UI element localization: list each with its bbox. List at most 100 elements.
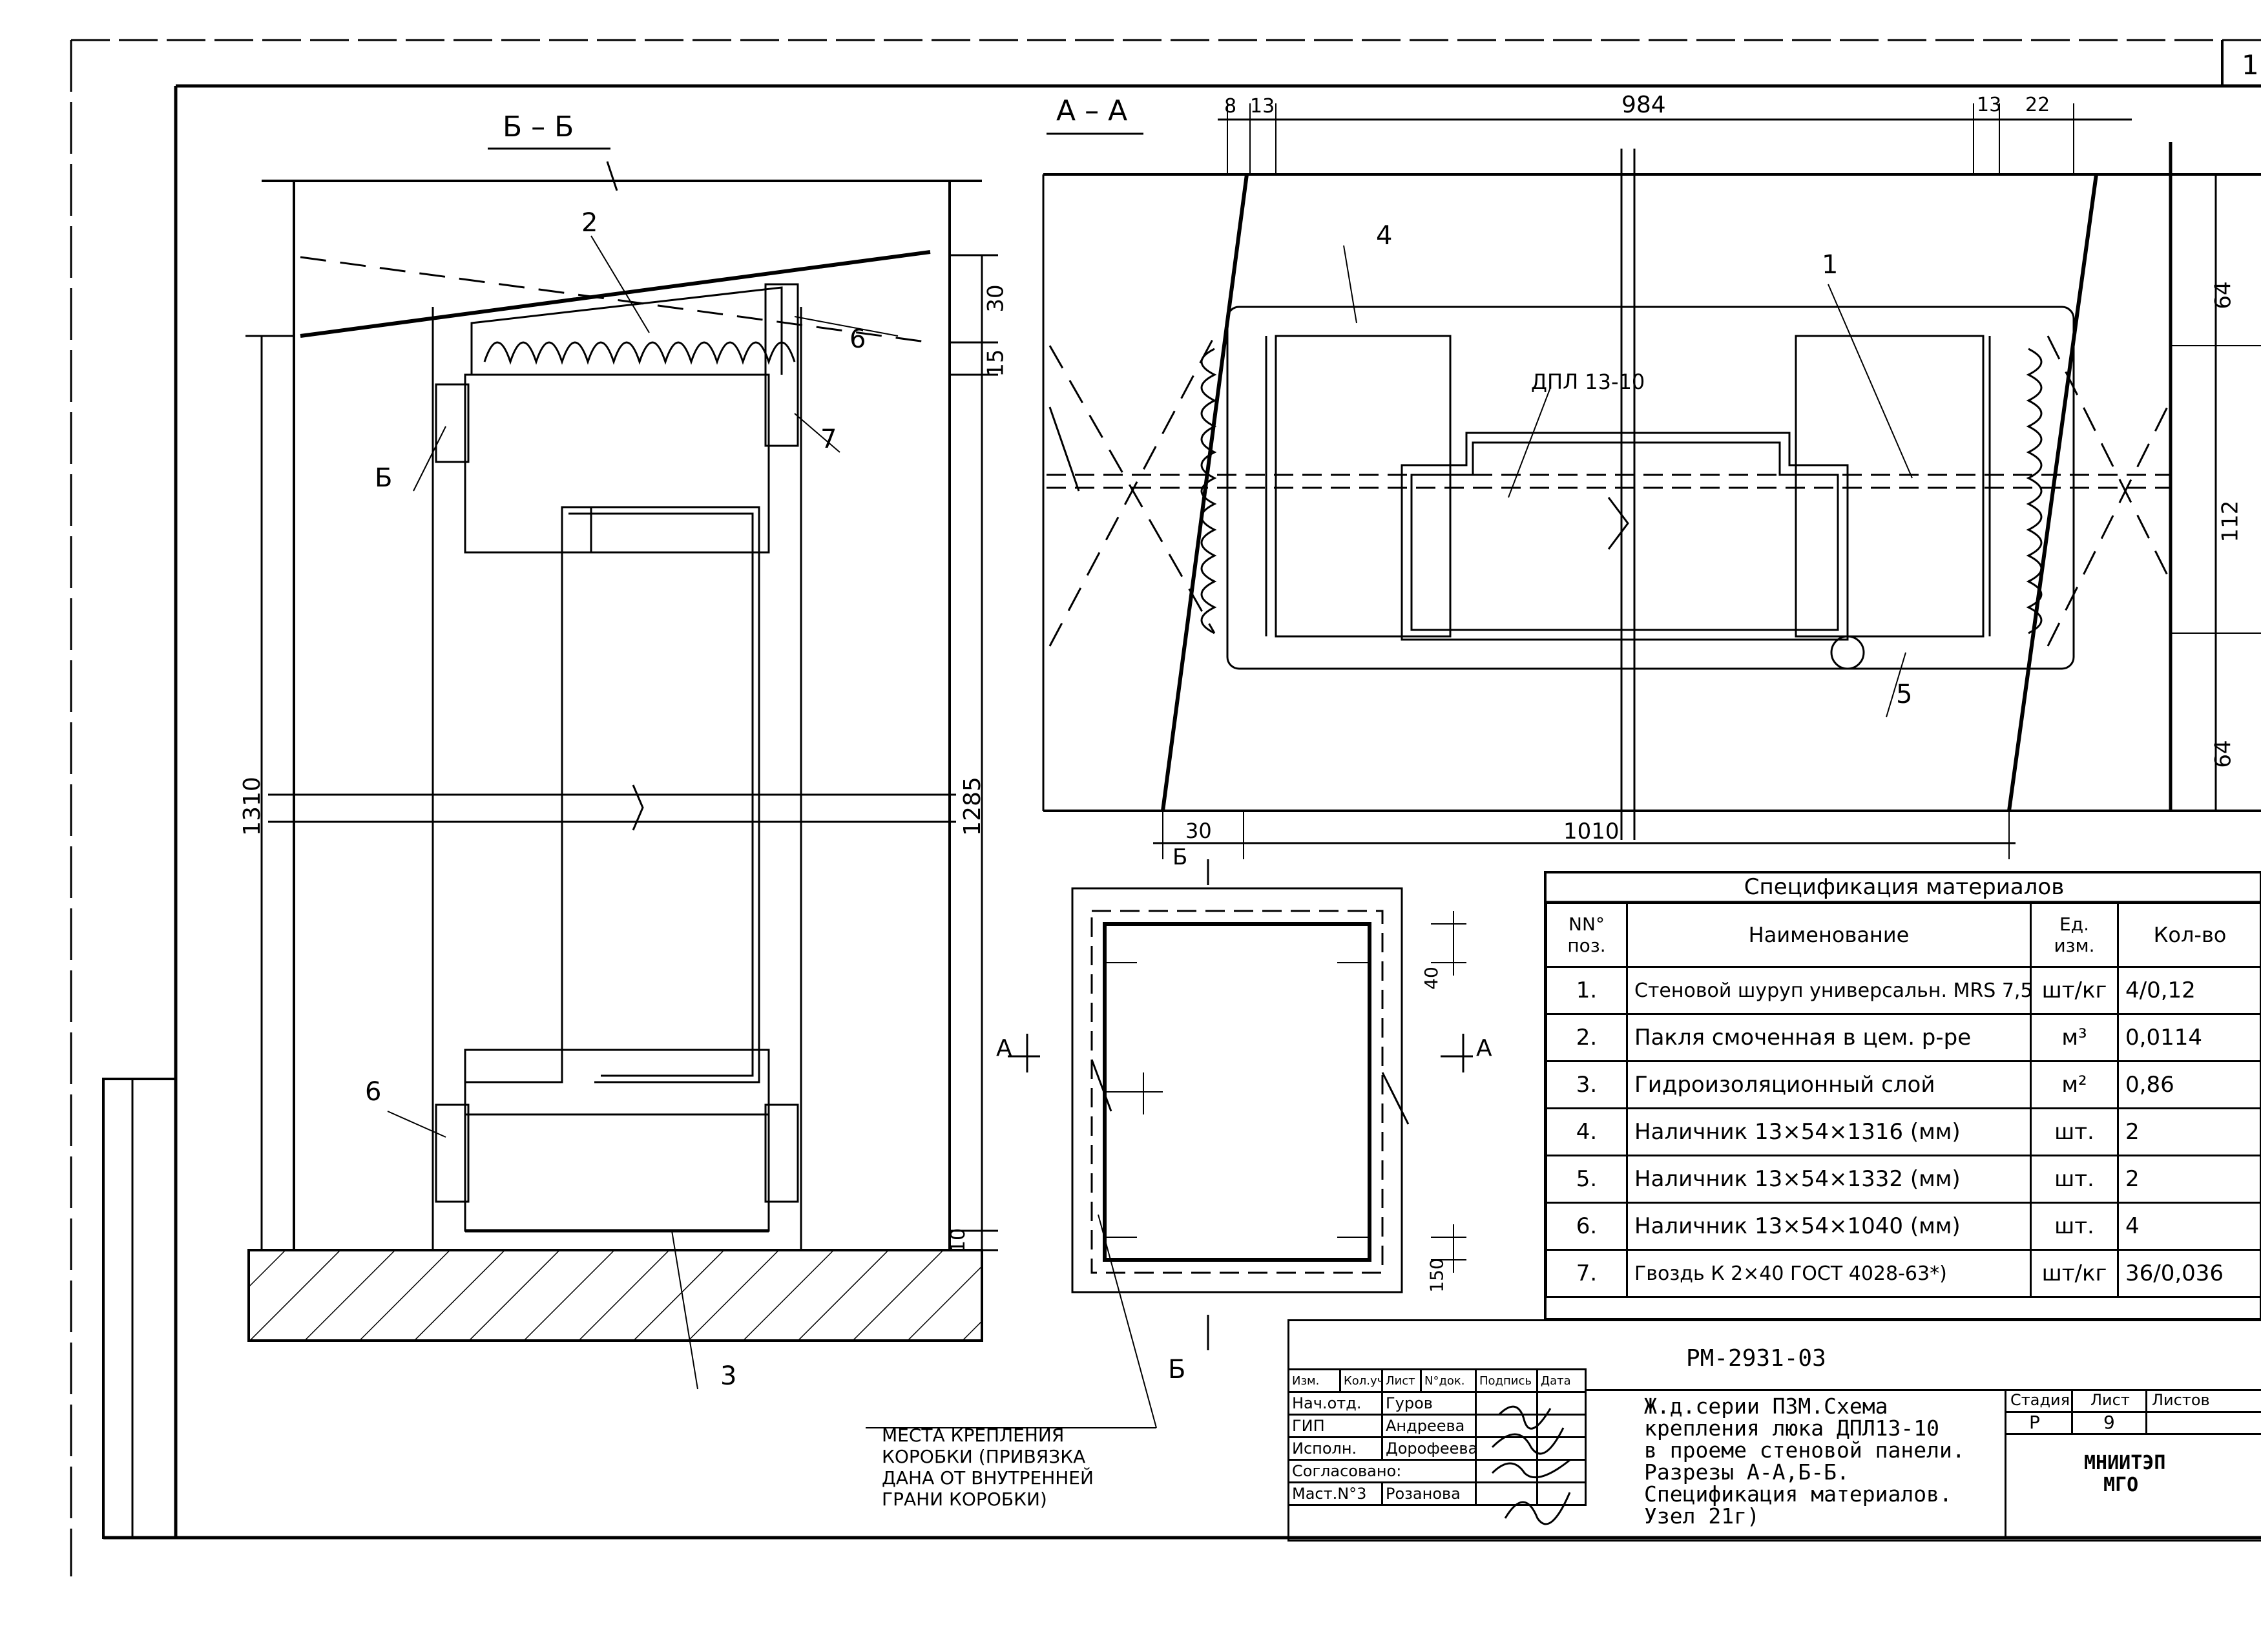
dim-aa-1010: 1010	[1563, 819, 1620, 844]
sheet-value: 9	[2103, 1412, 2115, 1433]
tb-sign	[1475, 1481, 1538, 1506]
spec-cell-qty: 4	[2116, 1202, 2261, 1251]
cut-mark-B-bottom: Б	[1168, 1355, 1186, 1385]
tb-date	[1536, 1481, 1587, 1506]
tb-sign	[1475, 1459, 1538, 1483]
tb-header-cell: Подпись	[1475, 1368, 1538, 1393]
callout-bb-6-bottom: 6	[365, 1077, 382, 1107]
spec-row: 6. Наличник 13×54×1040 (мм) шт. 4	[1545, 1202, 2261, 1251]
tb-person: Дорофеева	[1381, 1436, 1477, 1461]
dim-bb-30: 30	[983, 284, 1009, 313]
callout-bb-6-top: 6	[849, 324, 866, 354]
tb-date	[1536, 1459, 1587, 1483]
callout-aa-dpl: ДПЛ 13-10	[1531, 370, 1645, 394]
spec-cell-name: Наличник 13×54×1332 (мм)	[1626, 1155, 2032, 1204]
section-aa	[1042, 103, 2261, 859]
spec-cell-pos: 5.	[1545, 1155, 1628, 1204]
dim-bb-15: 15	[983, 349, 1009, 377]
stage-col-divider	[2145, 1389, 2147, 1433]
org-line-1: МНИИТЭП	[2084, 1452, 2166, 1474]
tb-role: Согласовано:	[1287, 1459, 1477, 1483]
stage-label: Стадия	[2010, 1391, 2070, 1409]
tb-header-cell: Дата	[1536, 1368, 1587, 1393]
stage-block: Стадия Лист Листов Р 9 МНИИТЭП МГО	[2005, 1389, 2261, 1538]
description-line: Спецификация материалов.	[1644, 1481, 1952, 1507]
spec-table: Спецификация материалов NN° поз. Наимено…	[1545, 872, 2261, 1298]
sheets-label: Листов	[2152, 1391, 2210, 1409]
callout-aa-5: 5	[1896, 680, 1913, 709]
title-signatures: Изм. Кол.уч Лист N°док. Подпись Дата Нач…	[1287, 1368, 1587, 1506]
callout-bb-3: 3	[720, 1361, 737, 1391]
callout-bb-B: Б	[375, 463, 393, 493]
dim-aa-64-top: 64	[2210, 281, 2236, 309]
tb-header-cell: N°док.	[1420, 1368, 1477, 1393]
dim-elev-40: 40	[1420, 967, 1442, 990]
spec-cell-pos: 6.	[1545, 1202, 1628, 1251]
spec-cell-name: Наличник 13×54×1040 (мм)	[1626, 1202, 2032, 1251]
spec-cell-qty: 36/0,036	[2116, 1249, 2261, 1298]
spec-cell-pos: 2.	[1545, 1013, 1628, 1062]
spec-cell-qty: 2	[2116, 1155, 2261, 1204]
sheet-number: 1	[2242, 49, 2259, 81]
spec-cell-unit: шт.	[2030, 1155, 2119, 1204]
spec-cell-pos: 7.	[1545, 1249, 1628, 1298]
spec-cell-qty: 0,0114	[2116, 1013, 2261, 1062]
dim-aa-13b: 13	[1977, 94, 2002, 116]
dim-aa-64-bottom: 64	[2210, 740, 2236, 768]
title-divider	[1585, 1389, 2261, 1391]
section-aa-title: А – А	[1056, 94, 1128, 127]
stage-value: Р	[2029, 1412, 2040, 1433]
drawing-code: РМ-2931-03	[1686, 1345, 1826, 1372]
fastening-note: МЕСТА КРЕПЛЕНИЯ КОРОБКИ (ПРИВЯЗКА ДАНА О…	[882, 1425, 1094, 1510]
section-bb-title: Б – Б	[503, 110, 574, 143]
dim-aa-13a: 13	[1250, 95, 1275, 118]
spec-cell-name: Стеновой шуруп универсальн. MRS 7,5×130	[1626, 966, 2032, 1015]
section-bb	[245, 147, 1157, 1428]
tb-person: Гуров	[1381, 1391, 1477, 1416]
elevation-view	[1008, 859, 1473, 1350]
spec-cell-unit: м²	[2030, 1060, 2119, 1109]
dim-bb-1285: 1285	[959, 777, 986, 836]
spec-cell-name: Наличник 13×54×1316 (мм)	[1626, 1107, 2032, 1156]
dim-aa-8: 8	[1224, 95, 1237, 118]
fastening-note-line: КОРОБКИ (ПРИВЯЗКА	[882, 1446, 1086, 1467]
description-line: Ж.д.серии П3М.Схема	[1644, 1394, 1888, 1419]
spec-cell-pos: 4.	[1545, 1107, 1628, 1156]
spec-cell-qty: 2	[2116, 1107, 2261, 1156]
description-line: Узел 21г)	[1644, 1503, 1760, 1529]
dim-bb-1310: 1310	[238, 777, 266, 836]
spec-row: 4. Наличник 13×54×1316 (мм) шт. 2	[1545, 1107, 2261, 1156]
tb-person: Андреева	[1381, 1414, 1477, 1438]
spec-cell-name: Пакля смоченная в цем. р-ре	[1626, 1013, 2032, 1062]
org-line-2: МГО	[2103, 1474, 2139, 1496]
dim-aa-22: 22	[2025, 94, 2050, 116]
sheet-label: Лист	[2090, 1391, 2130, 1409]
tb-header-cell: Лист	[1381, 1368, 1422, 1393]
dim-elev-150: 150	[1426, 1258, 1448, 1293]
cut-mark-A-right: А	[1476, 1035, 1492, 1061]
dim-bb-10: 10	[947, 1228, 970, 1253]
title-description: Ж.д.серии П3М.Схема крепления люка ДПЛ13…	[1644, 1396, 1965, 1527]
sheet-frame	[70, 39, 2261, 1576]
tb-person: Розанова	[1381, 1481, 1477, 1506]
cut-mark-aa-B: Б	[1172, 844, 1188, 870]
tb-date	[1536, 1436, 1587, 1461]
spec-header-pos: NN° поз.	[1545, 902, 1628, 968]
spec-cell-qty: 0,86	[2116, 1060, 2261, 1109]
spec-cell-pos: 1.	[1545, 966, 1628, 1015]
fastening-note-line: ДАНА ОТ ВНУТРЕННЕЙ	[882, 1467, 1094, 1489]
dim-aa-984: 984	[1621, 92, 1666, 118]
cut-mark-A-left: А	[996, 1035, 1012, 1061]
spec-cell-unit: шт.	[2030, 1107, 2119, 1156]
tb-sign	[1475, 1391, 1538, 1416]
spec-header-qty: Кол-во	[2116, 902, 2261, 968]
callout-bb-7: 7	[820, 424, 837, 454]
tb-role: Исполн.	[1287, 1436, 1383, 1461]
spec-cell-name: Гвоздь К 2×40 ГОСТ 4028-63*)	[1626, 1249, 2032, 1298]
tb-role: Маст.N°3	[1287, 1481, 1383, 1506]
stage-col-divider	[2071, 1389, 2073, 1433]
signatures	[1491, 1405, 1571, 1525]
dim-aa-112: 112	[2217, 500, 2244, 543]
stage-value-row	[2006, 1411, 2261, 1435]
